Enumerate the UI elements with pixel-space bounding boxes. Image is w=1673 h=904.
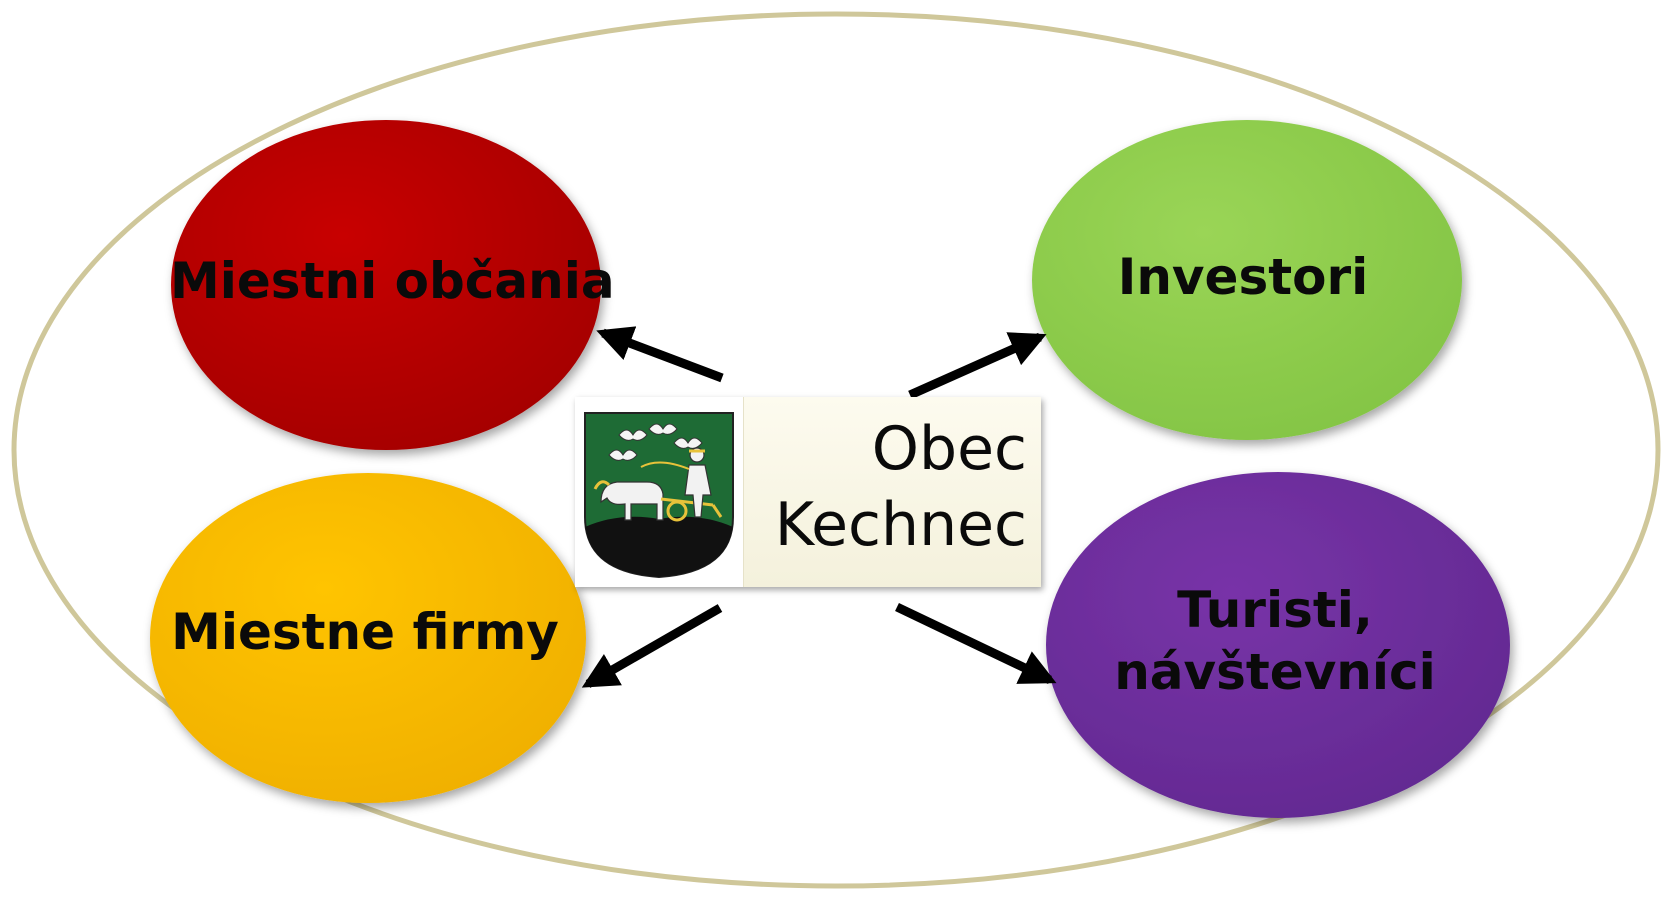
arrow-center-to-investors [908, 332, 1047, 400]
arrow-center-to-firms [581, 604, 723, 688]
tourists-label-line2: návštevníci [1114, 643, 1436, 701]
firms-label: Miestne firmy [171, 603, 559, 661]
tourists-node [1046, 472, 1510, 818]
investors-node [1032, 120, 1462, 440]
municipality-box: Obec Kechnec [575, 397, 1041, 587]
crest-frame [575, 397, 744, 587]
arrow-center-to-tourists [895, 602, 1057, 685]
arrow-center-to-residents [596, 326, 724, 383]
firms-node [150, 473, 586, 803]
residents-label: Miestni občania [170, 252, 615, 310]
kechnec-coat-of-arms-icon [584, 412, 734, 579]
tourists-label: Turisti, návštevníci [1040, 579, 1510, 703]
tourists-label-line1: Turisti, [1177, 581, 1373, 639]
residents-node [171, 120, 601, 450]
municipality-title-line2: Kechnec [774, 490, 1027, 560]
municipality-title: Obec Kechnec [775, 411, 1027, 563]
municipality-title-line1: Obec [871, 414, 1027, 484]
outer-ring [11, 11, 1661, 889]
investors-label: Investori [1117, 248, 1369, 306]
